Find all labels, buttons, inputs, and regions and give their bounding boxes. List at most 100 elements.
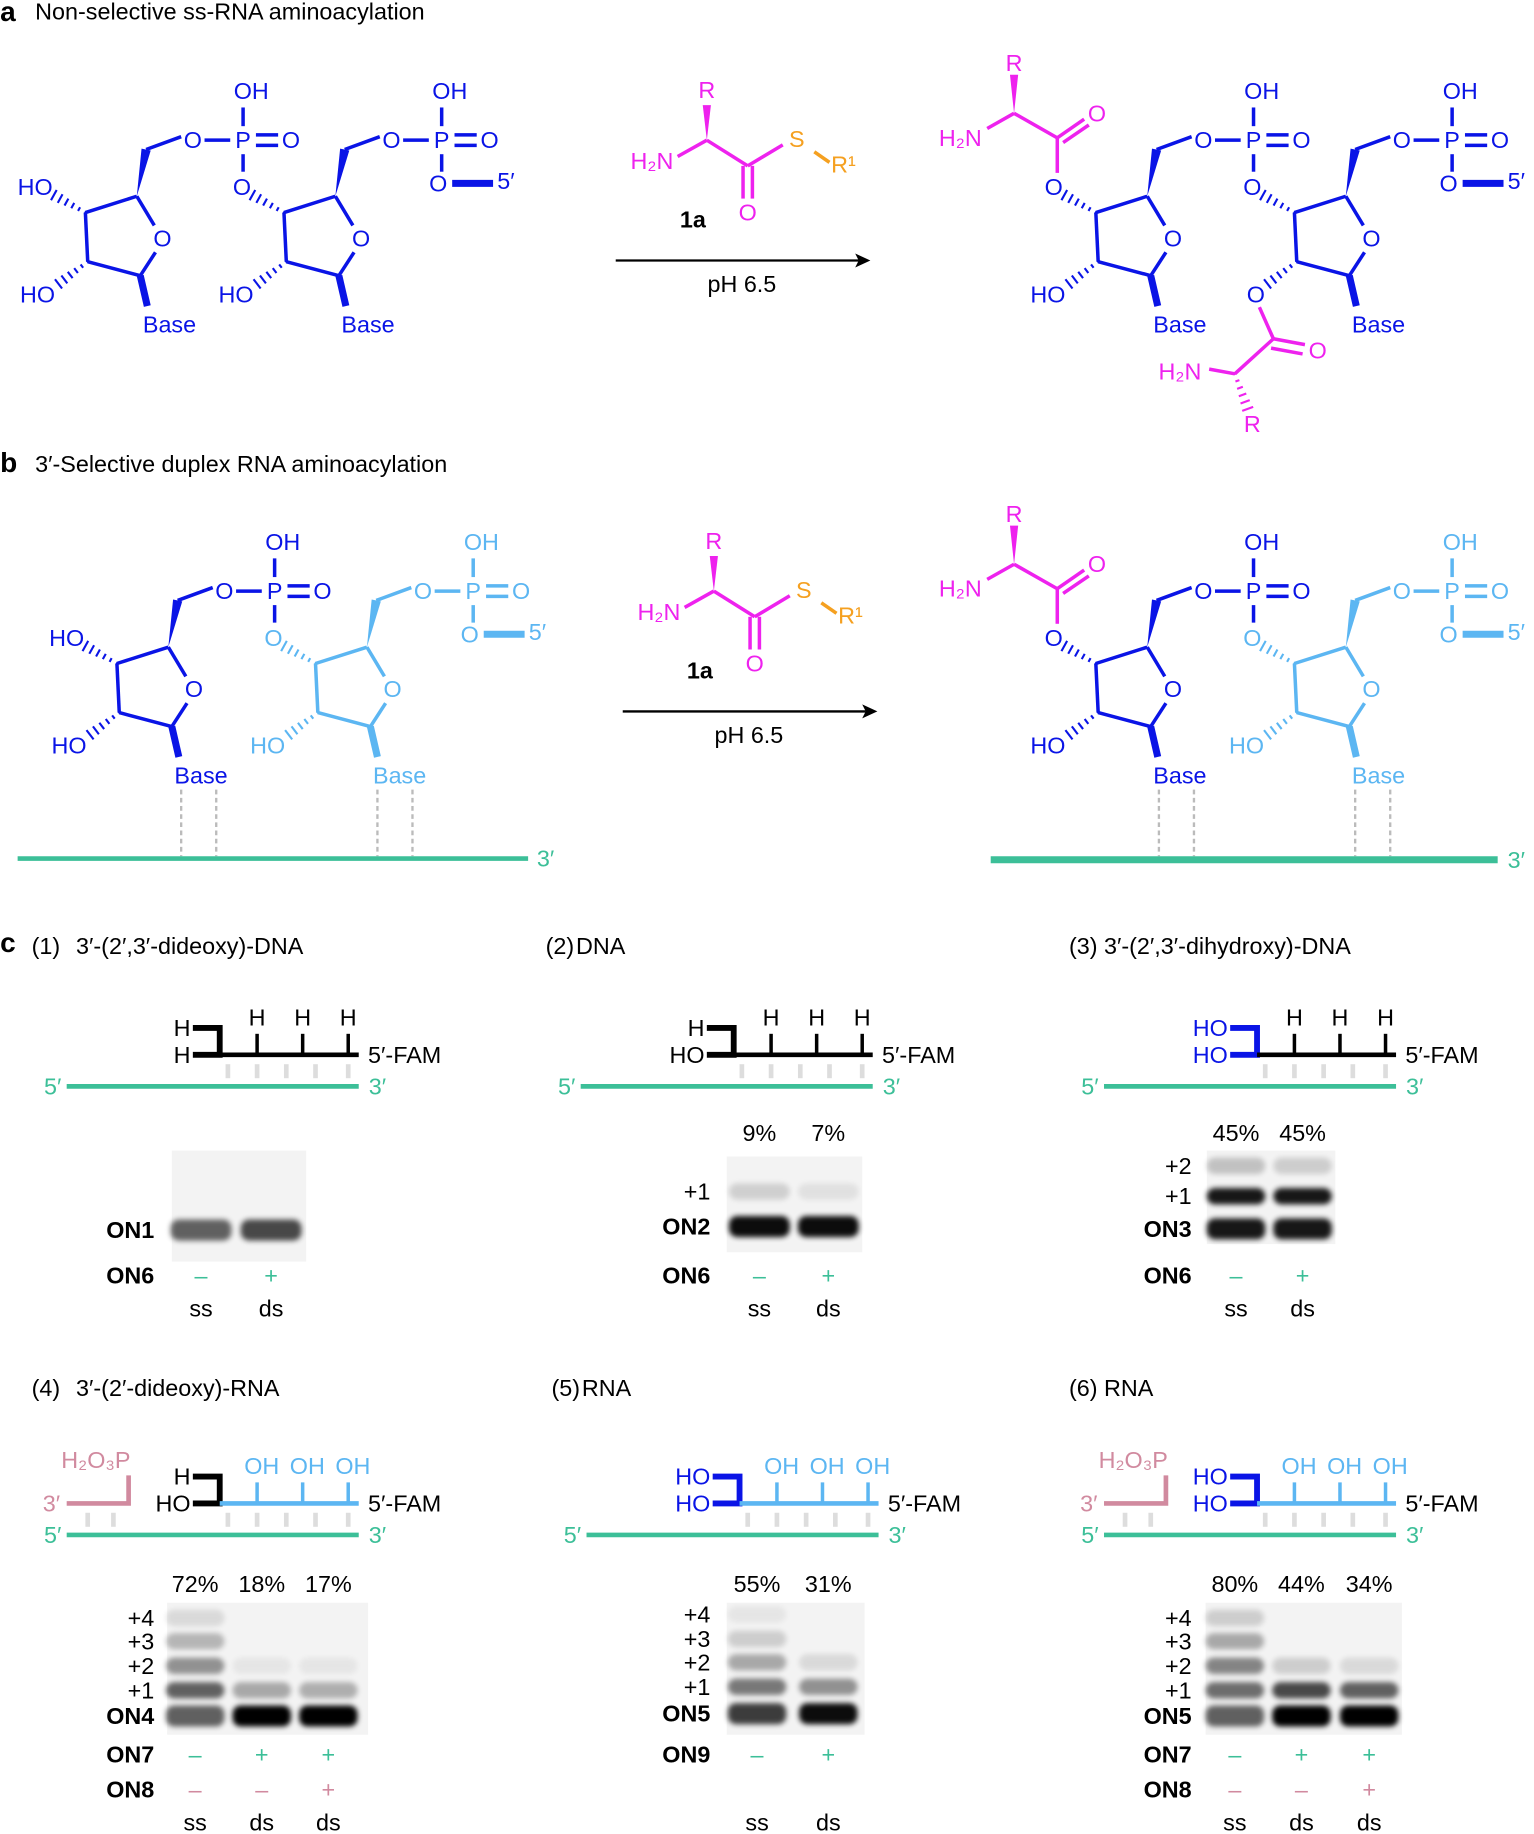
gel-band (797, 1216, 859, 1238)
phosphate-hydroxyl: OH (1443, 529, 1478, 555)
yield-percent: 31% (805, 1571, 852, 1597)
gel-band (240, 1219, 302, 1241)
base-bond (366, 725, 381, 758)
wedge-bond (1147, 599, 1162, 648)
phosphorus: P (235, 127, 251, 153)
subpanel-title: 3′-(2′,3′-dideoxy)-DNA (76, 933, 304, 959)
hash-bond (1265, 644, 1273, 655)
phosphate-oxygen: O (1491, 578, 1509, 604)
five-prime-label: 5′ (564, 1522, 581, 1548)
complement-strand-label: ON7 (106, 1742, 154, 1768)
bond (83, 212, 90, 262)
band-label: ON5 (662, 1701, 710, 1727)
bond (820, 601, 838, 615)
phosphate-oxygen: O (1491, 127, 1509, 153)
strand-type-label: ss (745, 1809, 768, 1834)
bond (282, 212, 289, 262)
hash-bond (278, 263, 283, 269)
complement-strand-label: ON6 (1144, 1263, 1192, 1289)
gel-band (729, 1216, 790, 1238)
band-label: +3 (1165, 1628, 1192, 1654)
presence-mark: + (322, 1742, 336, 1768)
hash-bond (1286, 657, 1291, 663)
hash-bond (1094, 211, 1098, 215)
gel-band (727, 1678, 787, 1695)
phosphate-hydroxyl: OH (1244, 78, 1279, 104)
complement-strand-label: ON7 (1144, 1742, 1192, 1768)
panel-b-title: 3′-Selective duplex RNA aminoacylation (35, 451, 447, 477)
wedge-bond (1345, 148, 1360, 197)
bond (1094, 663, 1100, 713)
bond (746, 143, 784, 168)
phosphate-oxygen: O (1194, 578, 1212, 604)
hash-bond (1272, 198, 1279, 207)
gel-band (1272, 1657, 1331, 1674)
panel-c-letter: c (0, 927, 16, 958)
hash-bond (1080, 653, 1086, 660)
thioester-sulfur: S (789, 126, 805, 152)
hash-bond (73, 267, 79, 274)
presence-mark: – (189, 1742, 202, 1768)
gel-band (165, 1705, 225, 1727)
bond (1095, 194, 1148, 215)
bond (84, 194, 138, 215)
fam-label: 5′-FAM (888, 1490, 961, 1516)
hash-bond (56, 193, 64, 204)
r-group: R (1006, 501, 1023, 527)
hash-bond (1259, 640, 1267, 652)
three-prime-end-bracket (1230, 1025, 1260, 1058)
end-label-top: H (688, 1015, 705, 1041)
3-prime-oxygen: O (1045, 174, 1063, 200)
bond (1149, 702, 1168, 728)
reagent-label: 1a (687, 658, 714, 684)
gel-band (727, 1654, 787, 1671)
gel-band (1206, 1157, 1266, 1174)
wedge-bond (366, 599, 381, 648)
presence-mark: + (322, 1777, 336, 1803)
hash-bond (50, 189, 58, 201)
bond (1013, 111, 1059, 140)
hash-bond (262, 198, 268, 207)
hash-bond (1060, 640, 1069, 652)
gel-band (1205, 1609, 1265, 1627)
band-label: ON2 (662, 1214, 710, 1240)
ring-oxygen: O (185, 676, 203, 702)
band-label: +2 (128, 1653, 155, 1679)
gel-band (1205, 1657, 1265, 1674)
bond (1347, 702, 1366, 728)
gel-band (727, 1703, 787, 1725)
hash-bond (280, 640, 288, 652)
fam-label: 5′-FAM (368, 1042, 441, 1068)
3-prime-oxygen: O (1045, 625, 1063, 651)
gel-band (729, 1183, 790, 1200)
bond (314, 645, 368, 666)
gel-band (797, 1183, 859, 1200)
gel-band (1273, 1188, 1332, 1205)
2-prime-oxygen: O (1247, 281, 1265, 307)
hash-bond (1269, 274, 1278, 284)
bond (1293, 194, 1347, 215)
phosphate-oxygen: O (382, 127, 400, 153)
hash-bond (1292, 661, 1296, 666)
2-prime-oxygen: HO (219, 281, 254, 307)
panel-a-letter: a (0, 0, 16, 27)
presence-mark: + (264, 1263, 278, 1289)
end-label-bottom: HO (1193, 1490, 1228, 1516)
hash-bond (54, 278, 63, 290)
gel-band (165, 1609, 225, 1627)
hash-bond (79, 263, 84, 269)
amine-group: H₂N (638, 599, 681, 625)
gel-band (727, 1606, 787, 1623)
hash-bond (1282, 267, 1288, 274)
bond (1296, 259, 1350, 278)
bond (1056, 117, 1086, 140)
gel-band (1206, 1218, 1266, 1240)
r-group: R (1006, 50, 1023, 76)
presence-mark: + (1362, 1777, 1376, 1803)
wedge-bond (1147, 148, 1162, 197)
end-label-bottom: H (174, 1042, 191, 1068)
ring-oxygen: O (352, 225, 370, 251)
base-label: Base (1153, 312, 1206, 338)
phosphorus: P (1444, 127, 1460, 153)
